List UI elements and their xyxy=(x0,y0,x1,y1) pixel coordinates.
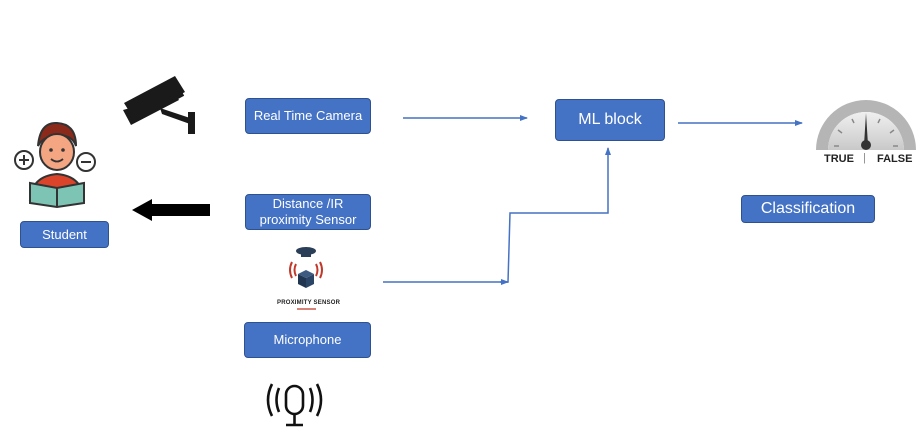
gauge-true-label: TRUE xyxy=(824,153,854,165)
sensor-to-ml-arrow xyxy=(383,147,611,283)
to-student-arrow xyxy=(132,199,210,221)
student-box: Student xyxy=(20,221,109,248)
microphone-label: Microphone xyxy=(273,332,342,348)
gauge-false-label: FALSE xyxy=(877,153,913,165)
ml-block-box: ML block xyxy=(555,99,665,141)
distance-sensor-label-line1: Distance /IR xyxy=(272,196,344,212)
proximity-sensor-caption: PROXIMITY SENSOR xyxy=(277,300,341,306)
camera-box: Real Time Camera xyxy=(245,98,371,134)
distance-sensor-box: Distance /IR proximity Sensor xyxy=(245,194,371,230)
gauge-divider: | xyxy=(863,152,866,164)
camera-label: Real Time Camera xyxy=(253,108,363,124)
microphone-box: Microphone xyxy=(244,322,371,358)
classification-label: Classification xyxy=(760,200,856,218)
distance-sensor-label-line2: proximity Sensor xyxy=(259,212,357,227)
classification-box: Classification xyxy=(741,195,875,223)
student-label: Student xyxy=(42,226,87,242)
ml-block-label: ML block xyxy=(578,111,642,129)
